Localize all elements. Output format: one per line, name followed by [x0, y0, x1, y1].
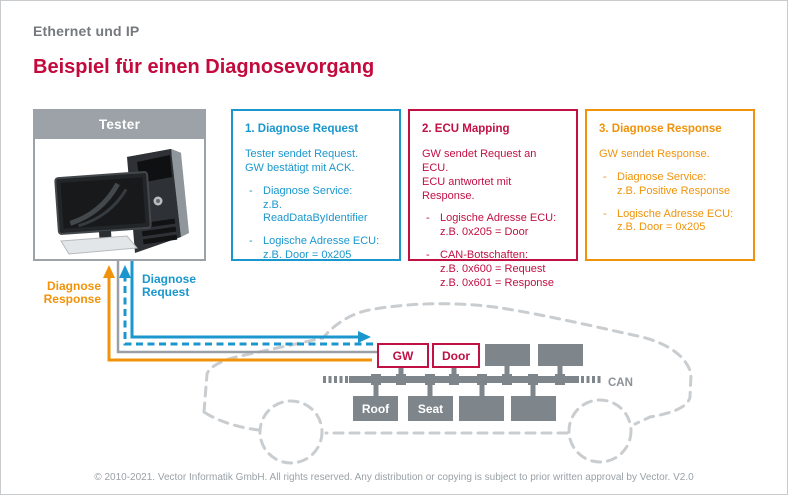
ack-line [123, 277, 373, 346]
bus-hatch-left [323, 376, 348, 383]
tester-body [33, 139, 206, 261]
step-title: 3. Diagnose Response [599, 123, 722, 135]
bullet-item: Diagnose Service: z.B. Positive Response [599, 171, 741, 199]
flow-lines [103, 261, 378, 362]
can-bus: CAN [323, 365, 633, 396]
step-intro: GW sendet Response. [599, 147, 710, 160]
front-wheel [258, 399, 324, 465]
request-arrow-icon [358, 331, 371, 343]
roof-ecu-box [353, 396, 398, 421]
bullet-item: Logische Adresse ECU: z.B. 0x205 = Door [422, 212, 564, 240]
bus-bar [349, 376, 579, 383]
step-intro: Tester sendet Request. GW bestätigt mit … [245, 147, 359, 174]
response-arrow-icon [103, 265, 115, 278]
can-bus-label: CAN [608, 377, 633, 389]
tester-box: Tester [33, 109, 206, 261]
bus-junctions [371, 374, 565, 385]
diagnose-response-label: Diagnose Response [43, 279, 101, 307]
diagnose-request-label: Diagnose Request [142, 272, 197, 300]
step-title: 2. ECU Mapping [422, 123, 510, 135]
door-ecu-box [432, 343, 480, 368]
ecu-stubs-top [398, 365, 563, 376]
bullet-item: Logische Adresse ECU: z.B. Door = 0x205 [599, 208, 741, 236]
step-bullet-list: Logische Adresse ECU: z.B. 0x205 = Door … [422, 212, 564, 291]
gateway-ecu-label: GW [393, 349, 414, 363]
step-box-ecu-mapping: 2. ECU Mapping GW sendet Request an ECU.… [408, 109, 578, 289]
bullet-item: Logische Adresse ECU: z.B. Door = 0x205 [245, 235, 387, 263]
seat-ecu-label: Seat [418, 402, 443, 416]
step-bullet-list: Diagnose Service: z.B. ReadDataByIdentif… [245, 185, 387, 264]
desktop-computer-icon [53, 149, 189, 255]
ecu-boxes: GW Door Roof Seat [353, 343, 583, 421]
door-ecu-label: Door [442, 349, 470, 363]
step-box-diagnose-request: 1. Diagnose Request Tester sendet Reques… [231, 109, 401, 261]
rear-wheel [567, 398, 633, 464]
bullet-item: Diagnose Service: z.B. ReadDataByIdentif… [245, 185, 387, 227]
roof-ecu-label: Roof [362, 402, 390, 416]
response-line [107, 277, 372, 362]
step-box-diagnose-response: 3. Diagnose Response GW sendet Response.… [585, 109, 755, 261]
step-bullet-list: Diagnose Service: z.B. Positive Response… [599, 171, 741, 236]
unnamed-ecu-box [485, 344, 530, 366]
copyright-footer: © 2010-2021. Vector Informatik GmbH. All… [94, 472, 694, 483]
step-title: 1. Diagnose Request [245, 123, 359, 135]
seat-ecu-box [408, 396, 453, 421]
unnamed-ecu-box [511, 396, 556, 421]
bus-hatch-right [581, 376, 601, 383]
unnamed-ecu-box [538, 344, 583, 366]
request-line [130, 261, 358, 339]
gateway-ecu-box [377, 343, 429, 368]
tester-header: Tester [33, 109, 206, 139]
page-title: Beispiel für einen Diagnosevorgang [33, 56, 375, 78]
physical-link-line [116, 261, 378, 354]
ack-arrow-icon [119, 265, 131, 278]
slide-kicker: Ethernet und IP [33, 23, 140, 39]
ecu-stubs-bottom [373, 383, 536, 396]
bullet-item: CAN-Botschaften: z.B. 0x600 = Request z.… [422, 249, 564, 291]
unnamed-ecu-box [459, 396, 504, 421]
step-intro: GW sendet Request an ECU. ECU antwortet … [422, 147, 537, 202]
